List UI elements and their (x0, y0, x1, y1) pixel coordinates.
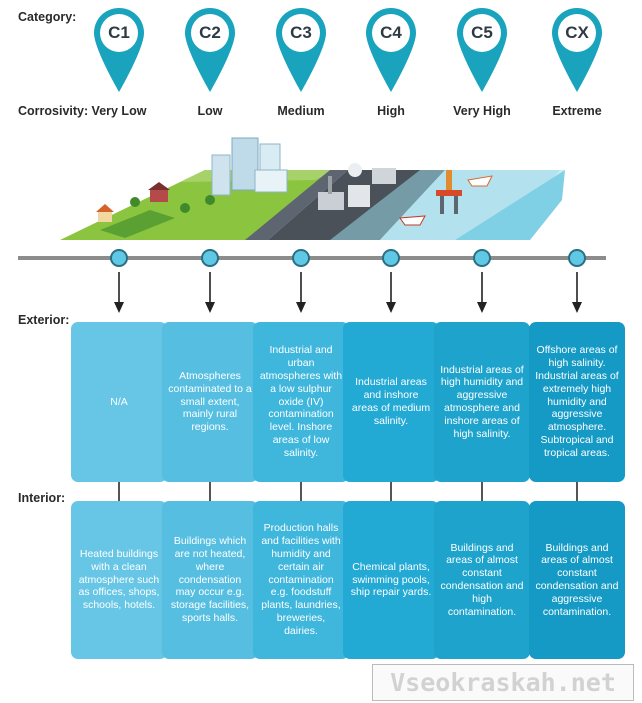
connector-line (118, 482, 120, 501)
connector-line (209, 482, 211, 501)
timeline-dot (110, 249, 128, 267)
category-label: Category: (18, 10, 77, 24)
category-code: C2 (199, 23, 221, 42)
environment-illustration (60, 137, 565, 240)
exterior-label: Exterior: (18, 313, 70, 327)
interior-label: Interior: (18, 491, 66, 505)
corrosivity-cx: Extreme (552, 104, 602, 118)
watermark-link[interactable]: Vseokraskah.net (372, 664, 634, 701)
timeline-line (18, 256, 606, 260)
exterior-box-cx: Offshore areas of high salinity. Industr… (529, 322, 625, 482)
interior-box-c4: Chemical plants, swimming pools, ship re… (343, 501, 439, 659)
pin-c3: C3 (274, 6, 328, 94)
interior-box-c5: Buildings and areas of almost constant c… (434, 501, 530, 659)
factories (318, 163, 396, 210)
connector-line (481, 482, 483, 501)
down-arrow-icon (205, 272, 215, 313)
map-pin-icon (366, 8, 416, 92)
exterior-box-c2: Atmospheres contaminated to a small exte… (162, 322, 258, 482)
pin-c4: C4 (364, 6, 418, 94)
category-code: C3 (290, 23, 312, 42)
exterior-box-c1: N/A (71, 322, 167, 482)
corrosivity-c1: Very Low (91, 104, 147, 118)
timeline-dot (292, 249, 310, 267)
exterior-box-c3: Industrial and urban atmospheres with a … (253, 322, 349, 482)
corrosivity-label: Corrosivity: (18, 104, 89, 118)
inshore-water (330, 170, 565, 240)
city-buildings (211, 137, 288, 196)
corrosivity-c5: Very High (453, 104, 511, 118)
connector-line (390, 482, 392, 501)
timeline-dot (201, 249, 219, 267)
corrosivity-c3: Medium (277, 104, 325, 118)
pin-c1: C1 (92, 6, 146, 94)
map-pin-icon (185, 8, 235, 92)
connector-line (576, 482, 578, 501)
down-arrow-icon (386, 272, 396, 313)
category-code: C4 (380, 23, 402, 42)
down-arrow-icon (296, 272, 306, 313)
boats (399, 175, 493, 226)
corrosivity-c2: Low (197, 104, 223, 118)
map-pin-icon (94, 8, 144, 92)
oil-rig (436, 170, 462, 214)
exterior-box-c5: Industrial areas of high humidity and ag… (434, 322, 530, 482)
interior-box-c1: Heated buildings with a clean atmosphere… (71, 501, 167, 659)
exterior-box-c4: Industrial areas and inshore areas of me… (343, 322, 439, 482)
category-code: CX (565, 23, 589, 42)
category-code: C1 (108, 23, 130, 42)
corrosivity-c4: High (377, 104, 405, 118)
road (245, 170, 348, 240)
down-arrow-icon (114, 272, 124, 313)
timeline-dot (382, 249, 400, 267)
pin-c5: C5 (455, 6, 509, 94)
map-pin-icon (276, 8, 326, 92)
down-arrow-icon (572, 272, 582, 313)
pin-cx: CX (550, 6, 604, 94)
map-pin-icon (552, 8, 602, 92)
timeline-dot (473, 249, 491, 267)
crop-field (100, 210, 175, 238)
rural-houses (96, 182, 215, 222)
down-arrow-icon (477, 272, 487, 313)
map-pin-icon (457, 8, 507, 92)
category-code: C5 (471, 23, 493, 42)
offshore-water (455, 170, 565, 240)
timeline-dot (568, 249, 586, 267)
pin-c2: C2 (183, 6, 237, 94)
interior-box-c3: Production halls and facilities with hum… (253, 501, 349, 659)
connector-line (300, 482, 302, 501)
interior-box-cx: Buildings and areas of almost constant c… (529, 501, 625, 659)
interior-box-c2: Buildings which are not heated, where co… (162, 501, 258, 659)
